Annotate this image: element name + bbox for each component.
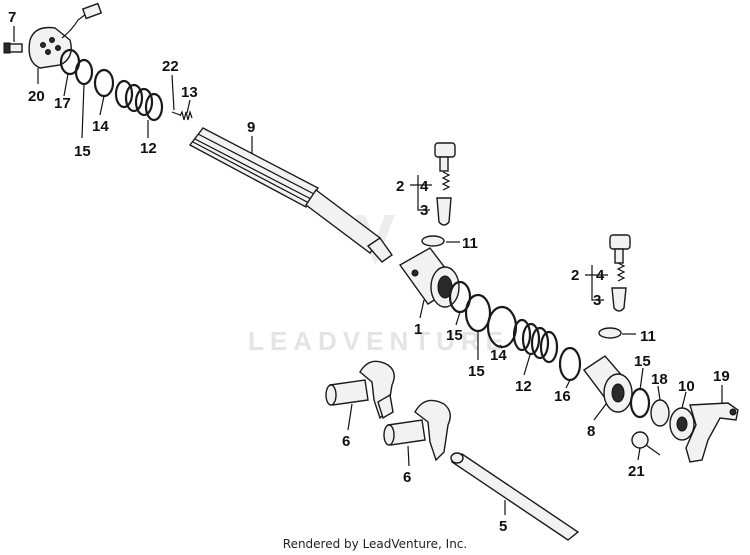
part-14-washer-upper[interactable]	[93, 68, 115, 98]
callout-22: 22	[162, 58, 179, 75]
part-15-ring-upper[interactable]	[74, 58, 94, 86]
leader-lines	[13, 26, 723, 515]
callout-6-lower: 6	[403, 469, 411, 486]
part-8-drum-end[interactable]	[582, 355, 633, 413]
part-16-ring[interactable]	[558, 346, 582, 382]
callout-21: 21	[628, 463, 645, 480]
callout-11-left: 11	[462, 235, 478, 252]
callout-11-right: 11	[640, 328, 656, 345]
callout-15-middle-b: 15	[468, 363, 485, 380]
callout-12: 12	[140, 140, 157, 157]
part-7-bolt[interactable]	[3, 42, 23, 54]
part-19-shift-lever[interactable]	[685, 402, 739, 463]
part-12-spring-rings-upper[interactable]	[114, 79, 164, 122]
callout-10: 10	[678, 378, 695, 395]
callout-2-left: 2	[396, 178, 404, 195]
callout-4-left: 4	[420, 178, 429, 195]
callout-16: 16	[554, 388, 571, 405]
part-20-cover-plate[interactable]	[28, 2, 103, 69]
callout-4-right: 4	[596, 267, 605, 284]
callout-17: 17	[54, 95, 71, 112]
part-11-washer-right[interactable]	[598, 327, 622, 339]
callout-12-middle: 12	[515, 378, 532, 395]
part-10-bearing[interactable]	[669, 407, 695, 441]
callout-14: 14	[92, 118, 109, 135]
callout-5: 5	[499, 518, 507, 535]
callout-14-middle: 14	[490, 347, 507, 364]
detent-assembly-right[interactable]	[609, 234, 631, 312]
part-1-shift-drum[interactable]	[398, 247, 460, 308]
part-15-ring-middle-b[interactable]	[464, 293, 492, 333]
callout-15-middle-a: 15	[446, 327, 463, 344]
callout-19: 19	[713, 368, 730, 385]
callout-labels: 7 20 17 14 15 12 22 13 9 2 4 3 11 1 15 1…	[8, 9, 730, 535]
part-9-shift-shaft[interactable]	[188, 127, 393, 263]
callout-2-right: 2	[571, 267, 579, 284]
callout-3-left: 3	[420, 202, 428, 219]
part-21-ball-pin[interactable]	[631, 431, 661, 456]
part-12-spring-rings-middle[interactable]	[512, 318, 559, 364]
callout-13: 13	[181, 84, 198, 101]
callout-9: 9	[247, 119, 255, 136]
watermark-text: LEADVENTURE	[248, 326, 509, 356]
part-22-pin[interactable]	[171, 111, 181, 116]
callout-15-right: 15	[634, 353, 651, 370]
callout-3-right: 3	[593, 292, 601, 309]
part-18-washer[interactable]	[650, 399, 670, 427]
callout-1: 1	[414, 321, 422, 338]
callout-6-upper: 6	[342, 433, 350, 450]
part-5-fork-rod[interactable]	[450, 452, 580, 541]
part-6-shift-fork-lower[interactable]	[383, 399, 451, 462]
callout-20: 20	[28, 88, 45, 105]
part-13-spring[interactable]	[179, 109, 193, 121]
callout-18: 18	[651, 371, 668, 388]
part-15-ring-right[interactable]	[629, 387, 651, 419]
callout-8: 8	[587, 423, 595, 440]
detent-assembly-left[interactable]	[434, 142, 456, 226]
footer-credit: Rendered by LeadVenture, Inc.	[282, 537, 468, 551]
part-6-shift-fork-upper[interactable]	[325, 360, 395, 420]
callout-15: 15	[74, 143, 91, 160]
part-11-washer-left[interactable]	[421, 235, 445, 247]
callout-7: 7	[8, 9, 16, 26]
